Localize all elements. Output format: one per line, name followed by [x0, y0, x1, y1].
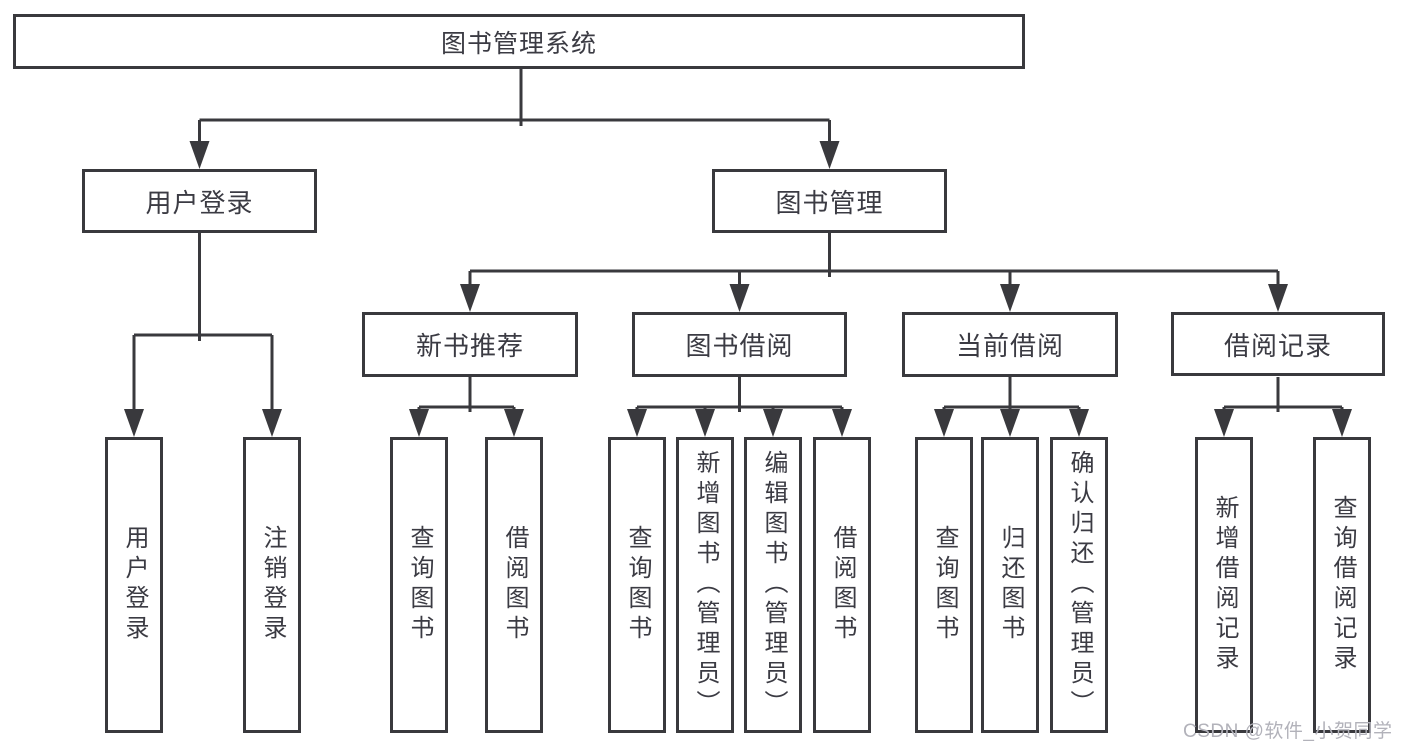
- node-book-borrow: 图书借阅: [632, 312, 847, 377]
- node-user-login-label: 用户登录: [145, 187, 254, 218]
- arrowhead: [763, 409, 783, 437]
- arrowhead: [504, 409, 524, 437]
- arrowhead: [695, 409, 715, 437]
- arrowhead: [1069, 409, 1089, 437]
- node-library-system-label: 图书管理系统: [440, 29, 597, 58]
- node-library-system: 图书管理系统: [13, 14, 1025, 69]
- node-borrow-records: 借阅记录: [1171, 312, 1385, 376]
- leaf-newbook-borrow-books-label: 借阅图书: [501, 525, 528, 645]
- connector-root-to-level2: [189, 69, 840, 169]
- arrowhead: [262, 409, 282, 437]
- arrowhead: [832, 409, 852, 437]
- leaf-user-login-label: 用户登录: [121, 525, 148, 645]
- leaf-logout: 注销登录: [243, 437, 301, 733]
- leaf-records-query-record-label: 查询借阅记录: [1329, 495, 1356, 675]
- connector-borrow-records-to-leaves: [1214, 377, 1352, 437]
- node-new-book-recommend-label: 新书推荐: [415, 331, 524, 361]
- node-borrow-records-label: 借阅记录: [1223, 330, 1332, 361]
- leaf-newbook-query-books-label: 查询图书: [406, 525, 433, 645]
- arrowhead: [409, 409, 429, 437]
- connector-user-login-to-leaves: [124, 233, 282, 437]
- node-current-borrow: 当前借阅: [902, 312, 1118, 377]
- leaf-current-return-books: 归还图书: [981, 437, 1039, 733]
- leaf-records-add-record-label: 新增借阅记录: [1211, 495, 1238, 675]
- arrowhead: [1000, 409, 1020, 437]
- leaf-records-query-record: 查询借阅记录: [1313, 437, 1371, 733]
- leaf-current-confirm-return-admin: 确认归还（管理员）: [1050, 437, 1108, 733]
- connector-current-borrow-to-leaves: [934, 377, 1089, 437]
- node-new-book-recommend: 新书推荐: [362, 312, 578, 377]
- leaf-current-confirm-return-admin-label: 确认归还（管理员）: [1066, 450, 1093, 720]
- leaf-logout-label: 注销登录: [259, 525, 286, 645]
- leaf-borrow-borrow-books: 借阅图书: [813, 437, 871, 733]
- arrowhead: [729, 284, 750, 312]
- arrowhead: [124, 409, 144, 437]
- node-current-borrow-label: 当前借阅: [955, 331, 1064, 361]
- node-book-management: 图书管理: [712, 169, 947, 233]
- arrowhead: [934, 409, 954, 437]
- connector-book-borrow-to-leaves: [627, 377, 852, 437]
- leaf-user-login: 用户登录: [105, 437, 163, 733]
- connector-new-book-to-leaves: [409, 377, 524, 437]
- leaf-borrow-edit-books-admin: 编辑图书（管理员）: [744, 437, 802, 733]
- arrowhead: [1268, 284, 1288, 312]
- arrowhead: [627, 409, 647, 437]
- leaf-borrow-borrow-books-label: 借阅图书: [829, 525, 856, 645]
- arrowhead: [1332, 409, 1352, 437]
- leaf-borrow-edit-books-admin-label: 编辑图书（管理员）: [760, 450, 787, 720]
- leaf-borrow-query-books: 查询图书: [608, 437, 666, 733]
- arrowhead: [1214, 409, 1234, 437]
- leaf-current-return-books-label: 归还图书: [997, 525, 1024, 645]
- node-book-management-label: 图书管理: [775, 187, 884, 218]
- node-book-borrow-label: 图书借阅: [685, 331, 794, 361]
- watermark: CSDN @软件_小贺同学: [1183, 721, 1393, 742]
- leaf-current-query-books-label: 查询图书: [931, 525, 958, 645]
- arrowhead: [1000, 284, 1020, 312]
- arrowhead: [189, 141, 210, 169]
- leaf-newbook-query-books: 查询图书: [390, 437, 448, 733]
- leaf-borrow-add-books-admin: 新增图书（管理员）: [676, 437, 734, 733]
- leaf-current-query-books: 查询图书: [915, 437, 973, 733]
- connector-book-mgmt-to-level3: [460, 233, 1288, 312]
- arrowhead: [819, 141, 840, 169]
- arrowhead: [460, 284, 480, 312]
- node-user-login: 用户登录: [82, 169, 317, 233]
- leaf-newbook-borrow-books: 借阅图书: [485, 437, 543, 733]
- leaf-borrow-query-books-label: 查询图书: [624, 525, 651, 645]
- leaf-borrow-add-books-admin-label: 新增图书（管理员）: [692, 450, 719, 720]
- leaf-records-add-record: 新增借阅记录: [1195, 437, 1253, 733]
